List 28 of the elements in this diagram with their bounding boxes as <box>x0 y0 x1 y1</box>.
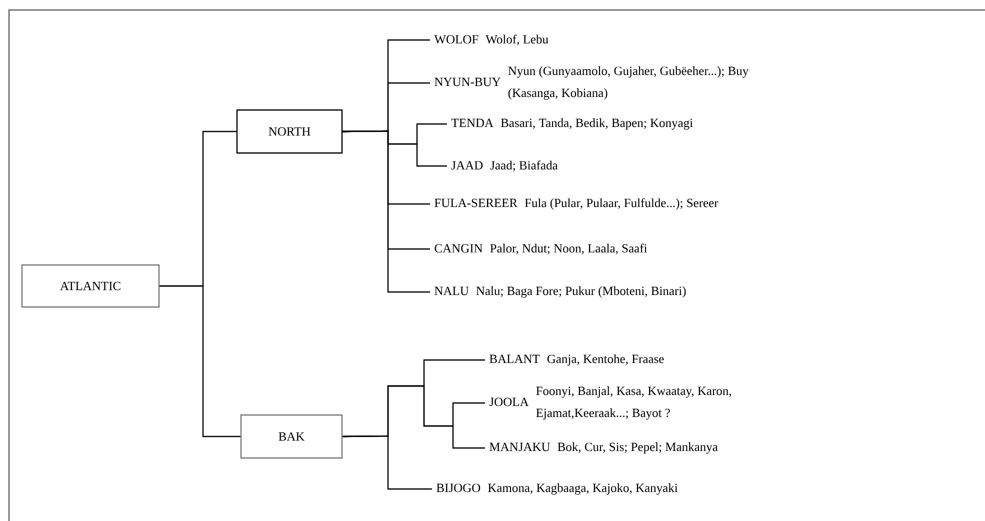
group-box: ATLANTIC <box>21 264 160 308</box>
branch-name: MANJAKU <box>490 442 550 452</box>
branch-name: WOLOF <box>434 35 478 44</box>
language-list: Palor, Ndut; Noon, Laala, Saafi <box>490 244 648 254</box>
branch-name: JAAD <box>451 161 483 170</box>
branch-name: JOOLA <box>489 398 529 406</box>
branch-name: FULA-SEREER <box>434 198 518 208</box>
branch-name: NYUN-BUY <box>434 78 501 86</box>
language-list: Bok, Cur, Sis; Pepel; Mankanya <box>558 442 718 454</box>
group-box: NORTH <box>236 109 343 154</box>
language-list: Kamona, Kagbaaga, Kajoko, Kanyaki <box>488 483 678 495</box>
tree-line <box>160 285 240 438</box>
language-list: Basari, Tanda, Bedik, Bapen; Konyagi <box>500 118 693 130</box>
branch-name: BALANT <box>490 354 540 364</box>
language-list: Nyun (Gunyaamolo, Gujaher, Gubëeher...); Buy (Kasanga, Kobiana) <box>508 66 749 100</box>
language-list: Wolof, Lebu <box>486 34 548 46</box>
branch-name: BIJOGO <box>436 484 480 492</box>
tree-line <box>342 130 430 293</box>
branch-name: CANGIN <box>434 244 483 253</box>
group-box: BAK <box>240 414 343 459</box>
branch-name: TENDA <box>451 118 494 127</box>
language-list: Foonyi, Banjal, Kasa, Kwaatay, Karon, Ejamat,Keeraak...; Bayot ? <box>536 386 732 420</box>
language-list: Nalu; Baga Fore; Pukur (Mboteni, Binari) <box>476 286 686 298</box>
tree-line <box>342 435 432 490</box>
language-list: Jaad; Biafada <box>490 160 558 172</box>
language-list: Ganja, Kentohe, Fraase <box>547 354 664 366</box>
branch-name: NALU <box>434 286 469 296</box>
language-list: Fula (Pular, Pulaar, Fulfulde...); Sereer <box>524 198 718 210</box>
